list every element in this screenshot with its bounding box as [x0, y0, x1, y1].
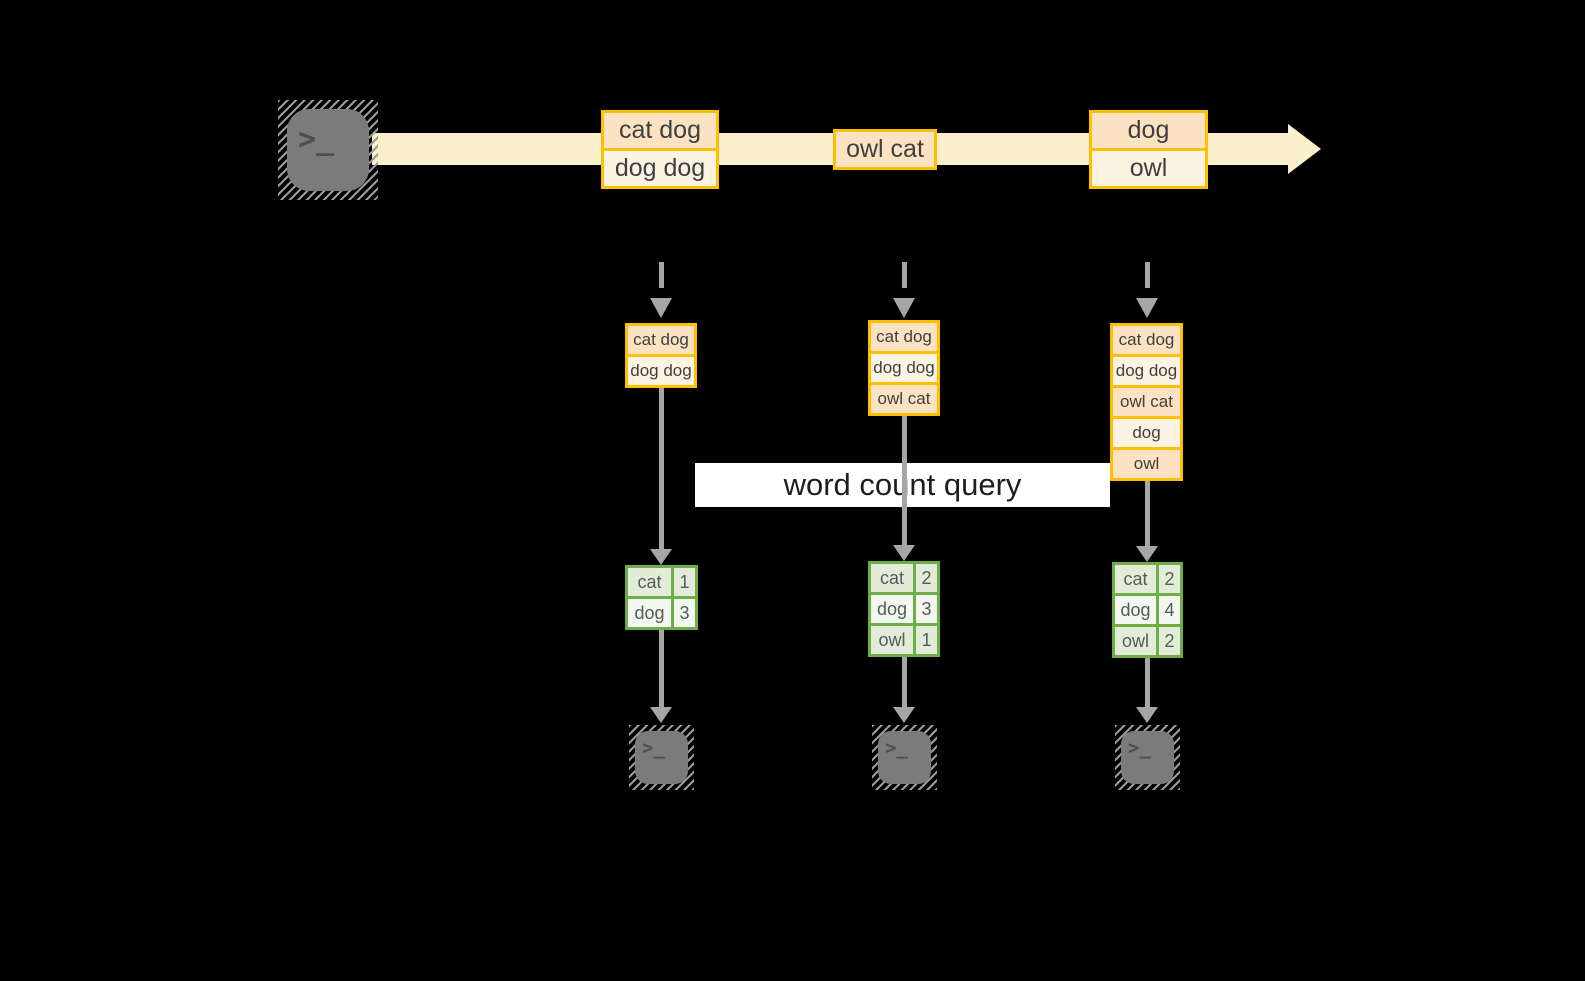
stream-arrowhead-icon [1288, 124, 1321, 174]
terminal-body [287, 109, 369, 191]
state-buffer-2: cat dog dog dog owl cat [868, 320, 940, 416]
count-cell: 2 [1159, 627, 1180, 655]
count-cell: 4 [1159, 596, 1180, 624]
word-cell: cat [628, 568, 674, 596]
sink-terminal-icon-2: >_ [872, 725, 937, 790]
count-row: owl 1 [871, 623, 937, 654]
state-buffer-1: cat dog dog dog [625, 323, 697, 388]
event-record: owl cat [836, 132, 934, 167]
terminal-body [878, 731, 931, 784]
arrow-line [902, 416, 907, 545]
state-record: dog [1113, 416, 1180, 447]
count-table-1: cat 1 dog 3 [625, 565, 698, 630]
arrow-line [1145, 481, 1150, 546]
word-cell: owl [871, 626, 916, 654]
count-cell: 2 [916, 564, 937, 592]
count-row: dog 4 [1115, 593, 1180, 624]
arrowhead-down-icon [893, 545, 915, 561]
state-record: cat dog [871, 323, 937, 351]
arrow-line [659, 388, 664, 549]
count-cell: 1 [674, 568, 695, 596]
word-cell: dog [1115, 596, 1159, 624]
count-cell: 2 [1159, 565, 1180, 593]
arrowhead-down-icon [650, 549, 672, 565]
state-record: cat dog [1113, 326, 1180, 354]
arrowhead-down-icon [893, 298, 915, 318]
arrowhead-down-icon [893, 707, 915, 723]
count-row: cat 2 [1115, 565, 1180, 593]
state-record: owl cat [871, 382, 937, 413]
count-cell: 3 [674, 599, 695, 627]
arrow-line [659, 630, 664, 707]
count-row: cat 2 [871, 564, 937, 592]
word-cell: dog [628, 599, 674, 627]
word-cell: cat [1115, 565, 1159, 593]
state-buffer-3: cat dog dog dog owl cat dog owl [1110, 323, 1183, 481]
event-record: dog [1092, 113, 1205, 148]
event-record: dog dog [604, 148, 716, 186]
word-cell: cat [871, 564, 916, 592]
stream-event-box-1: cat dog dog dog [601, 110, 719, 189]
dashed-arrow-segment [659, 262, 664, 288]
state-record: dog dog [1113, 354, 1180, 385]
event-record: owl [1092, 148, 1205, 186]
state-record: cat dog [628, 326, 694, 354]
source-terminal-icon: >_ [278, 100, 378, 200]
word-cell: dog [871, 595, 916, 623]
count-table-2: cat 2 dog 3 owl 1 [868, 561, 940, 657]
terminal-body [635, 731, 688, 784]
arrowhead-down-icon [650, 707, 672, 723]
sink-terminal-icon-3: >_ [1115, 725, 1180, 790]
count-row: cat 1 [628, 568, 695, 596]
dashed-arrow-segment [1145, 262, 1150, 288]
count-cell: 3 [916, 595, 937, 623]
terminal-prompt-icon: >_ [1128, 737, 1151, 759]
arrowhead-down-icon [1136, 707, 1158, 723]
stream-event-box-2: owl cat [833, 129, 937, 170]
event-record: cat dog [604, 113, 716, 148]
arrowhead-down-icon [1136, 546, 1158, 562]
count-cell: 1 [916, 626, 937, 654]
count-row: dog 3 [871, 592, 937, 623]
state-record: dog dog [628, 354, 694, 385]
terminal-prompt-icon: >_ [298, 122, 335, 157]
arrowhead-down-icon [1136, 298, 1158, 318]
state-record: owl cat [1113, 385, 1180, 416]
state-record: dog dog [871, 351, 937, 382]
count-row: owl 2 [1115, 624, 1180, 655]
terminal-prompt-icon: >_ [885, 737, 908, 759]
count-table-3: cat 2 dog 4 owl 2 [1112, 562, 1183, 658]
word-cell: owl [1115, 627, 1159, 655]
count-row: dog 3 [628, 596, 695, 627]
terminal-prompt-icon: >_ [642, 737, 665, 759]
arrow-line [1145, 658, 1150, 707]
state-record: owl [1113, 447, 1180, 478]
sink-terminal-icon-1: >_ [629, 725, 694, 790]
stream-event-box-3: dog owl [1089, 110, 1208, 189]
dashed-arrow-segment [902, 262, 907, 288]
arrow-line [902, 657, 907, 707]
terminal-body [1121, 731, 1174, 784]
arrowhead-down-icon [650, 298, 672, 318]
